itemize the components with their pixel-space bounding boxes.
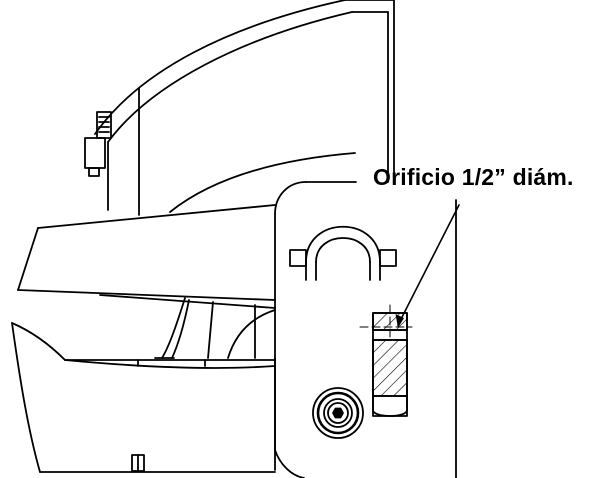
middle-arc — [169, 152, 356, 213]
threaded-block — [84, 111, 112, 177]
side-plate — [274, 181, 357, 478]
hole-diameter-label: Orificio 1/2” diám. — [373, 164, 574, 190]
upper-housing — [94, 0, 395, 183]
upper-tray — [17, 204, 276, 309]
hole-section — [359, 304, 413, 417]
u-bolt-clamp — [289, 226, 397, 281]
callout-leader — [395, 204, 460, 328]
lower-bowl — [11, 322, 276, 473]
hex-bolt — [312, 387, 364, 439]
interior-chute — [154, 297, 276, 359]
